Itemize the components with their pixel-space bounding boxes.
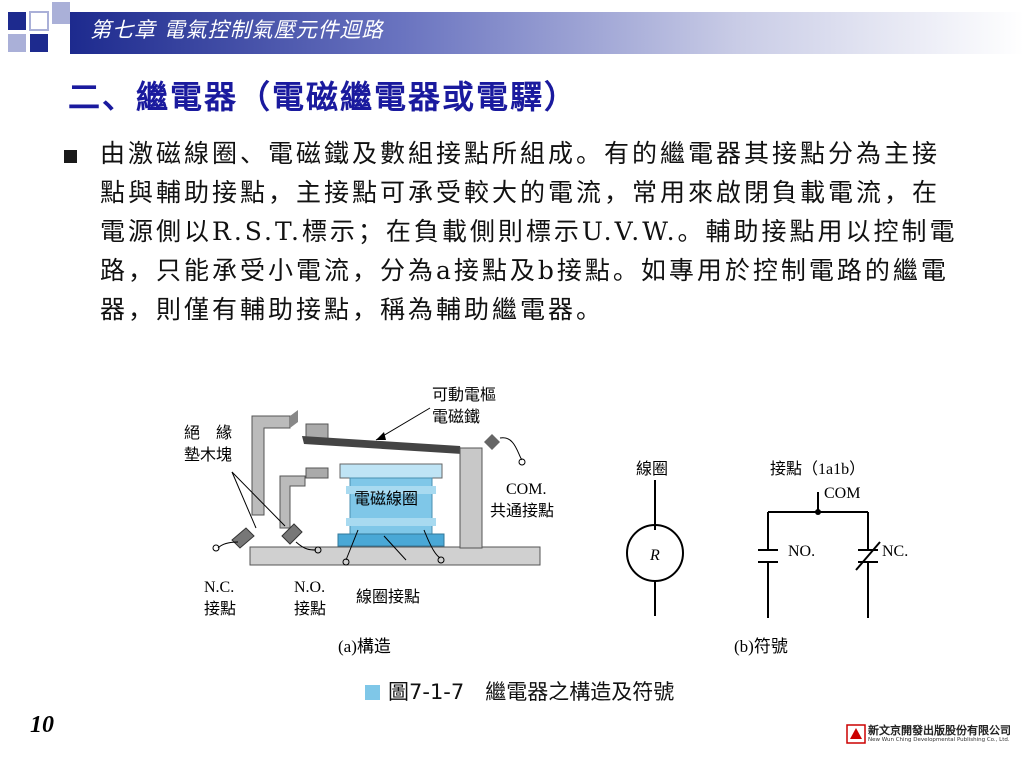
label-movable-armature: 可動電樞	[432, 386, 496, 404]
label-sym-r: R	[649, 547, 660, 564]
publisher-logo: 新文京開發出版股份有限公司 New Wun Ching Developmenta…	[846, 722, 1011, 752]
caption-text: 圖7-1-7 繼電器之構造及符號	[388, 680, 675, 704]
label-sym-nc: NC.	[882, 543, 908, 560]
label-no-2: 接點	[294, 600, 326, 618]
publisher-name: 新文京開發出版股份有限公司	[868, 724, 1011, 737]
figure-caption: 圖7-1-7 繼電器之構造及符號	[365, 676, 674, 706]
slide-title: 二、繼電器（電磁繼電器或電驛）	[68, 78, 579, 116]
label-common-contact: 共通接點	[490, 502, 554, 520]
label-nc-2: 接點	[204, 600, 236, 618]
label-sym-contact: 接點（1a1b）	[770, 460, 865, 478]
right-bracket	[279, 475, 306, 529]
label-sym-no: NO.	[788, 543, 815, 560]
label-sub-a: (a)構造	[338, 637, 391, 656]
right-post	[459, 447, 483, 549]
label-no-1: N.O.	[294, 579, 325, 596]
bullet-square-icon	[64, 150, 77, 163]
label-sub-b: (b)符號	[734, 637, 788, 656]
label-insulation-1: 絕 緣	[184, 424, 232, 442]
label-coil-contact: 線圈接點	[356, 588, 420, 606]
armature	[302, 436, 462, 454]
chapter-title: 第七章 電氣控制氣壓元件迴路	[90, 18, 384, 42]
label-nc-1: N.C.	[204, 579, 234, 596]
base-plate	[249, 546, 541, 566]
label-insulation-2: 墊木塊	[184, 446, 232, 464]
caption-square-icon	[365, 685, 380, 700]
corner-decoration	[8, 2, 70, 52]
body-paragraph: 由激磁線圈、電磁鐵及數組接點所組成。有的繼電器其接點分為主接點與輔助接點，主接點…	[100, 139, 958, 324]
label-sym-coil: 線圈	[636, 460, 668, 478]
relay-figure: 可動電樞 電磁鐵 絕 緣 墊木塊 電磁線圈 COM. 共通接點 N.C. 接點 …	[184, 386, 908, 656]
label-coil: 電磁線圈	[354, 490, 418, 508]
publisher-english: New Wun Ching Developmental Publishing C…	[868, 737, 1010, 743]
publisher-mark-icon	[846, 724, 866, 744]
header-bar	[70, 12, 1024, 54]
label-electromagnet: 電磁鐵	[432, 407, 480, 426]
page-number: 10	[30, 712, 54, 738]
label-com: COM.	[506, 481, 546, 498]
label-sym-com: COM	[824, 485, 860, 502]
